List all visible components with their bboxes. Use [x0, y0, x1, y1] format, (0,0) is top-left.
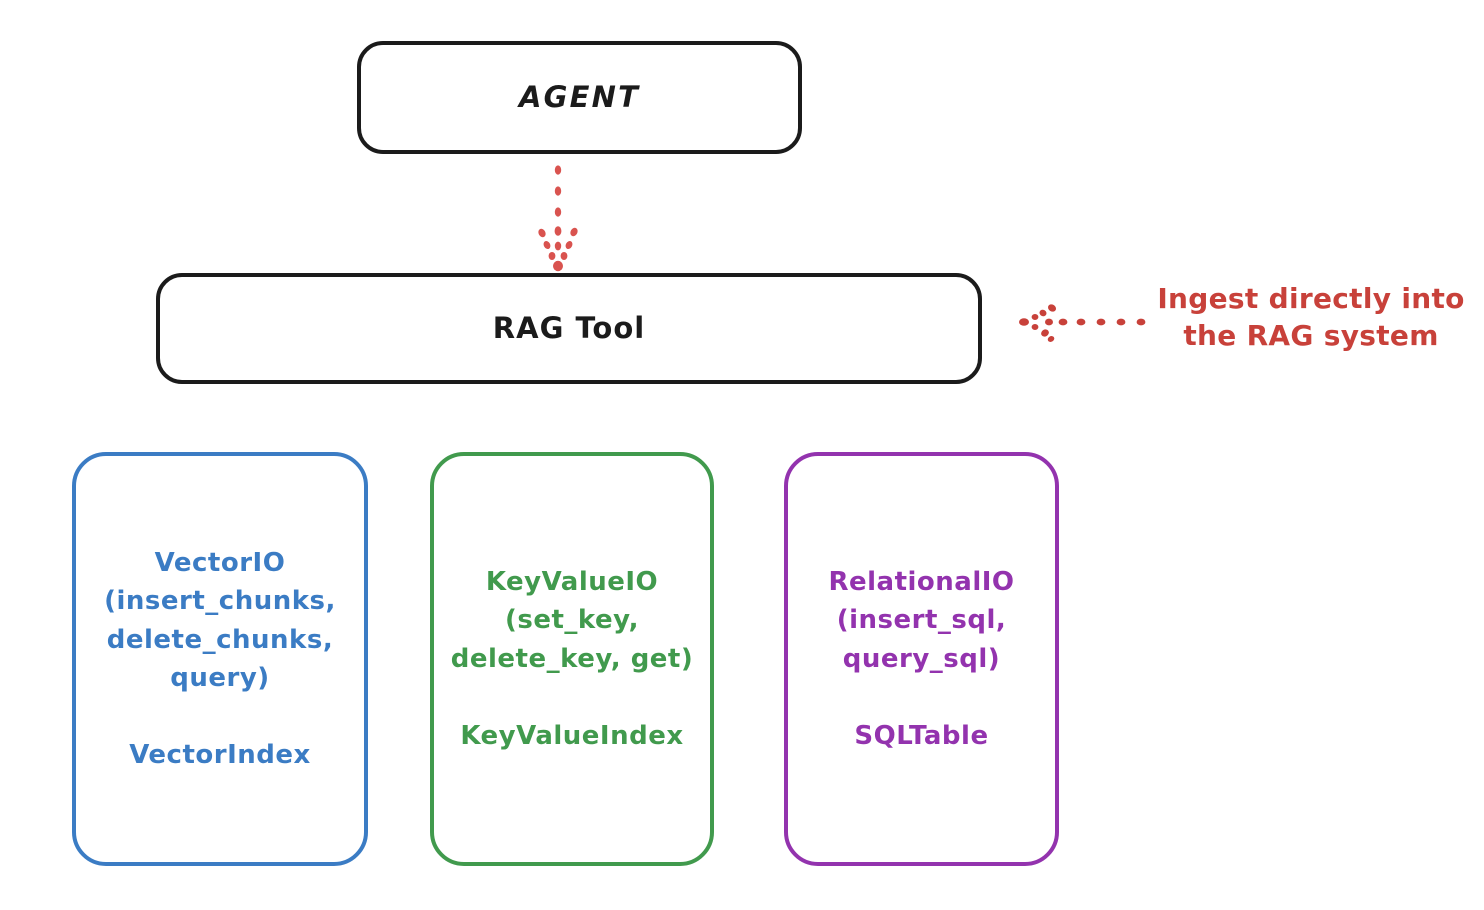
relational-io-node[interactable]: RelationalIO (insert_sql, query_sql) SQL… [784, 452, 1059, 866]
key-value-io-node-label: KeyValueIO (set_key, delete_key, get) Ke… [450, 566, 694, 751]
relational-io-node-label: RelationalIO (insert_sql, query_sql) SQL… [828, 566, 1015, 751]
key-value-io-node[interactable]: KeyValueIO (set_key, delete_key, get) Ke… [430, 452, 714, 866]
ingest-annotation-text: Ingest directly into the RAG system [1157, 282, 1465, 352]
vector-io-node[interactable]: VectorIO (insert_chunks, delete_chunks, … [72, 452, 368, 866]
rag-tool-node-label: RAG Tool [492, 310, 646, 345]
vector-io-node-label: VectorIO (insert_chunks, delete_chunks, … [104, 547, 336, 770]
agent-node-label: AGENT [518, 79, 641, 114]
ingest-arrow-connector [1019, 304, 1146, 342]
agent-node[interactable]: AGENT [357, 41, 802, 154]
agent-to-rag-tool-connector [538, 165, 578, 272]
rag-tool-node[interactable]: RAG Tool [156, 273, 982, 384]
